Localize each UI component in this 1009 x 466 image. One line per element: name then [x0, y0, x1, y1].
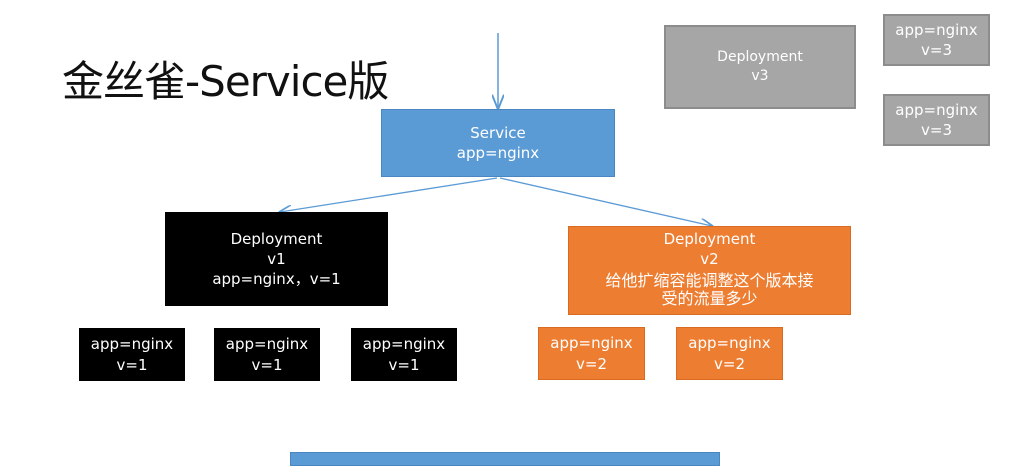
deployment-v3-box[interactable]: Deployment v3	[664, 25, 856, 109]
deployment-v3-version: v3	[751, 68, 769, 84]
pod-label-version: v=3	[921, 121, 952, 139]
arrow-to-v1	[280, 177, 498, 212]
deployment-v2-box[interactable]: Deployment v2 给他扩缩容能调整这个版本接 受的流量多少	[568, 226, 851, 315]
service-label: app=nginx	[456, 144, 540, 162]
pod-label-version: v=2	[714, 354, 745, 373]
pod-label-app: app=nginx	[225, 335, 309, 354]
pod-label-app: app=nginx	[895, 100, 978, 119]
pod-v2-2[interactable]: app=nginx v=2	[676, 327, 783, 380]
pod-label-version: v=1	[251, 355, 283, 374]
service-box[interactable]: Service app=nginx	[381, 109, 615, 177]
pod-v3-1[interactable]: app=nginx v=3	[883, 14, 990, 66]
pod-v3-2[interactable]: app=nginx v=3	[883, 94, 990, 146]
service-name: Service	[470, 123, 526, 142]
pod-label-version: v=1	[116, 355, 148, 374]
pod-v2-1[interactable]: app=nginx v=2	[538, 327, 645, 380]
deployment-v1-version: v1	[267, 249, 286, 268]
pod-label-version: v=3	[921, 41, 952, 59]
deployment-v1-box[interactable]: Deployment v1 app=nginx，v=1	[165, 212, 388, 306]
pod-label-app: app=nginx	[550, 334, 633, 353]
deployment-v2-name: Deployment	[663, 230, 756, 248]
pod-label-app: app=nginx	[362, 335, 446, 354]
pod-label-version: v=1	[388, 355, 420, 374]
pod-label-app: app=nginx	[895, 20, 978, 39]
pod-v1-1[interactable]: app=nginx v=1	[79, 328, 185, 381]
pod-v1-3[interactable]: app=nginx v=1	[351, 328, 457, 381]
deployment-v1-labels: app=nginx，v=1	[212, 270, 341, 289]
bottom-box-partial	[290, 452, 720, 466]
deployment-v1-name: Deployment	[230, 229, 323, 248]
deployment-v3-name: Deployment	[717, 49, 803, 66]
pod-label-version: v=2	[576, 354, 607, 373]
pod-v1-2[interactable]: app=nginx v=1	[214, 328, 320, 381]
pod-label-app: app=nginx	[688, 334, 771, 353]
arrow-to-v2	[499, 177, 712, 226]
deployment-v2-note: 给他扩缩容能调整这个版本接	[605, 270, 814, 290]
deployment-v2-note: 受的流量多少	[661, 289, 758, 309]
deployment-v2-version: v2	[700, 250, 719, 269]
pod-label-app: app=nginx	[90, 335, 174, 354]
page-title: 金丝雀-Service版	[62, 57, 389, 106]
